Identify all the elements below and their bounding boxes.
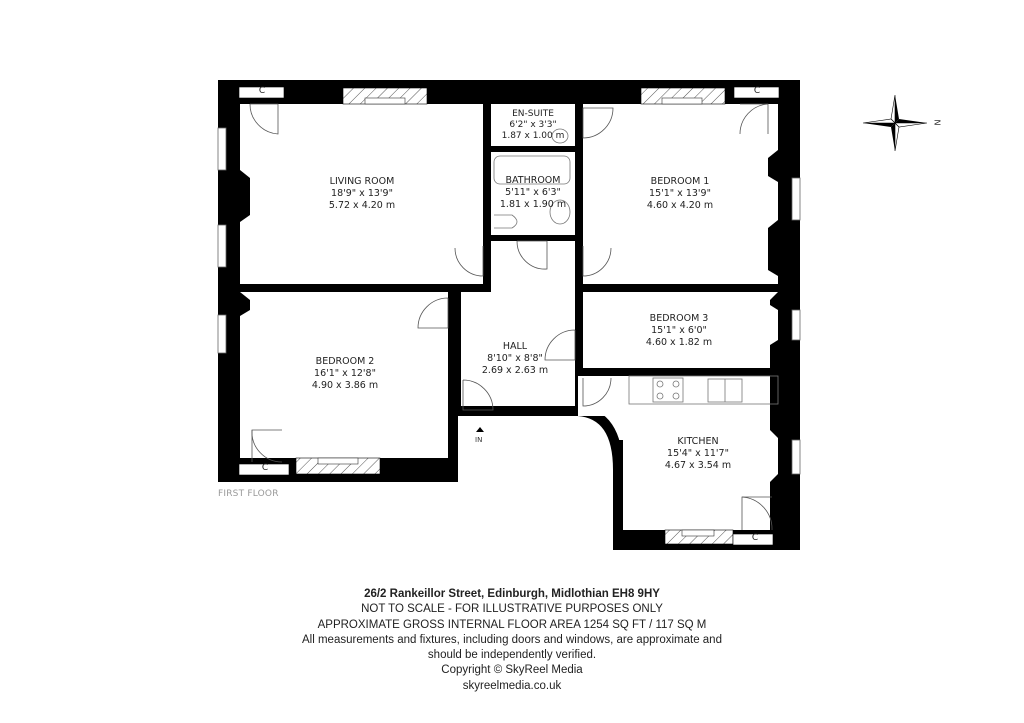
website: skyreelmedia.co.uk xyxy=(462,679,562,692)
room-dimensions-imperial: 16'1" x 12'8" xyxy=(314,368,376,379)
room-dimensions-metric: 1.87 x 1.00 m xyxy=(501,131,565,141)
cupboard-label: C xyxy=(258,86,266,96)
room-dimensions-imperial: 5'11" x 6'3" xyxy=(505,187,561,198)
room-kitchen: KITCHEN 15'4" x 11'7" 4.67 x 3.54 m xyxy=(665,436,731,472)
room-name: BEDROOM 3 xyxy=(649,313,709,324)
room-dimensions-metric: 4.60 x 4.20 m xyxy=(646,200,714,211)
room-dimensions-metric: 4.60 x 1.82 m xyxy=(645,337,713,348)
disclaimer-line-1: All measurements and fixtures, including… xyxy=(302,633,722,646)
room-dimensions-imperial: 15'4" x 11'7" xyxy=(667,448,729,459)
room-dimensions-metric: 1.81 x 1.90 m xyxy=(499,199,567,210)
plan-caption: 26/2 Rankeillor Street, Edinburgh, Midlo… xyxy=(0,587,1024,694)
room-dimensions-imperial: 18'9" x 13'9" xyxy=(331,188,393,199)
room-living-room: LIVING ROOM 18'9" x 13'9" 5.72 x 4.20 m xyxy=(329,176,395,212)
room-name: LIVING ROOM xyxy=(329,176,395,187)
floor-area: APPROXIMATE GROSS INTERNAL FLOOR AREA 12… xyxy=(317,618,707,631)
room-en-suite: EN-SUITE 6'2" x 3'3" 1.87 x 1.00 m xyxy=(502,109,565,142)
room-name: BEDROOM 2 xyxy=(315,356,375,367)
floor-label: FIRST FLOOR xyxy=(218,489,279,499)
room-hall: HALL 8'10" x 8'8" 2.69 x 2.63 m xyxy=(482,341,548,377)
cupboards xyxy=(238,86,780,546)
room-dimensions-metric: 5.72 x 4.20 m xyxy=(328,200,396,211)
windows xyxy=(217,127,801,475)
disclaimer-line-2: should be independently verified. xyxy=(427,649,597,662)
cupboard-label: C xyxy=(751,533,759,543)
room-name: BATHROOM xyxy=(505,175,561,186)
compass-rose-icon xyxy=(862,94,928,152)
room-bedroom-3: BEDROOM 3 15'1" x 6'0" 4.60 x 1.82 m xyxy=(646,313,712,349)
room-dimensions-imperial: 6'2" x 3'3" xyxy=(509,120,557,130)
cupboard-label: C xyxy=(753,86,761,96)
room-name: BEDROOM 1 xyxy=(650,176,710,187)
room-dimensions-metric: 2.69 x 2.63 m xyxy=(481,365,549,376)
room-dimensions-metric: 4.67 x 3.54 m xyxy=(664,460,732,471)
bathroom-fixtures xyxy=(493,128,571,229)
kitchen-fixtures xyxy=(628,375,779,405)
room-dimensions-imperial: 15'1" x 6'0" xyxy=(651,325,707,336)
scale-note: NOT TO SCALE - FOR ILLUSTRATIVE PURPOSES… xyxy=(361,603,663,616)
entrance-arrow-icon xyxy=(476,427,484,432)
room-dimensions-imperial: 8'10" x 8'8" xyxy=(487,353,543,364)
entrance-label: IN xyxy=(475,436,483,444)
doors xyxy=(249,103,773,531)
property-address: 26/2 Rankeillor Street, Edinburgh, Midlo… xyxy=(364,588,660,600)
room-dimensions-metric: 4.90 x 3.86 m xyxy=(311,380,379,391)
room-name: HALL xyxy=(502,341,528,352)
compass-north-label: N xyxy=(932,119,942,126)
cupboard-label: C xyxy=(261,463,269,473)
curved-wall xyxy=(577,406,623,530)
room-name: KITCHEN xyxy=(677,436,719,447)
room-bathroom: BATHROOM 5'11" x 6'3" 1.81 x 1.90 m xyxy=(500,175,566,211)
copyright: Copyright © SkyReel Media xyxy=(441,664,583,677)
room-bedroom-2: BEDROOM 2 16'1" x 12'8" 4.90 x 3.86 m xyxy=(312,356,378,392)
fireplaces xyxy=(295,87,734,545)
room-name: EN-SUITE xyxy=(512,109,554,119)
room-bedroom-1: BEDROOM 1 15'1" x 13'9" 4.60 x 4.20 m xyxy=(647,176,713,212)
room-dimensions-imperial: 15'1" x 13'9" xyxy=(649,188,711,199)
room-floors xyxy=(240,104,778,530)
chimney-breasts xyxy=(240,150,778,530)
